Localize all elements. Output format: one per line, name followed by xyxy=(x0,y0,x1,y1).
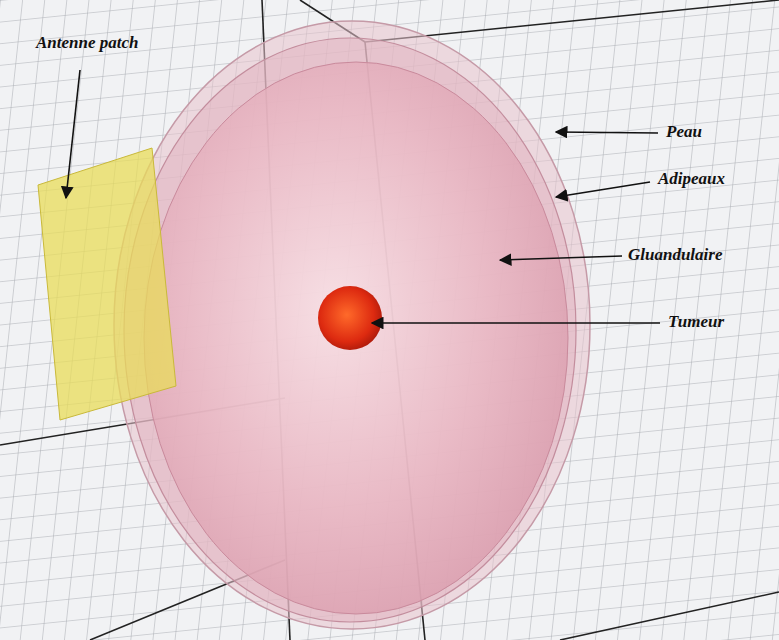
part-label: Peau xyxy=(666,123,702,142)
part-label: Gluandulaire xyxy=(628,246,722,265)
fat-layer xyxy=(124,38,576,622)
leader-arrows xyxy=(66,70,660,323)
skin-layer xyxy=(114,21,590,629)
part-label: Antenne patch xyxy=(36,34,139,53)
tumor-sphere xyxy=(318,286,382,350)
glandular-layer xyxy=(144,62,568,614)
part-label: Adipeaux xyxy=(658,170,725,189)
part-label: Tumeur xyxy=(668,313,724,332)
patch-antenna xyxy=(38,148,176,420)
